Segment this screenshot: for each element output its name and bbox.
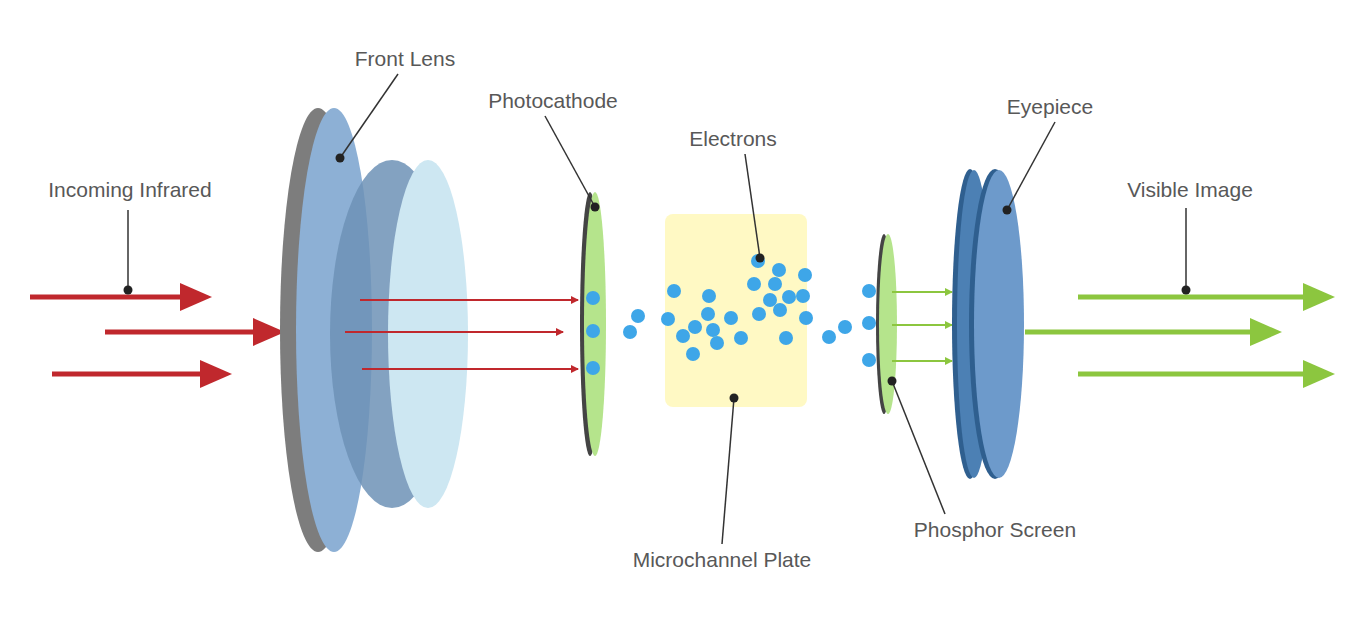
part-label: Phosphor Screen xyxy=(914,517,1076,542)
visible-arrows xyxy=(1025,283,1335,388)
part-label: Front Lens xyxy=(355,46,455,71)
microchannel-plate xyxy=(665,214,807,407)
part-label: Photocathode xyxy=(488,88,618,113)
light-arrows xyxy=(892,292,952,361)
part-label: Microchannel Plate xyxy=(633,547,812,572)
part-label: Incoming Infrared xyxy=(48,177,211,202)
infrared-arrows xyxy=(30,283,285,388)
leader-lines xyxy=(124,74,1191,544)
eyepiece-lens xyxy=(952,169,1024,479)
focused-rays xyxy=(345,300,578,369)
electrons xyxy=(586,254,876,375)
part-label: Visible Image xyxy=(1127,177,1253,202)
front-lens xyxy=(280,108,468,552)
photocathode-disc xyxy=(580,192,606,456)
part-label: Eyepiece xyxy=(1007,94,1093,119)
part-label: Electrons xyxy=(689,126,777,151)
